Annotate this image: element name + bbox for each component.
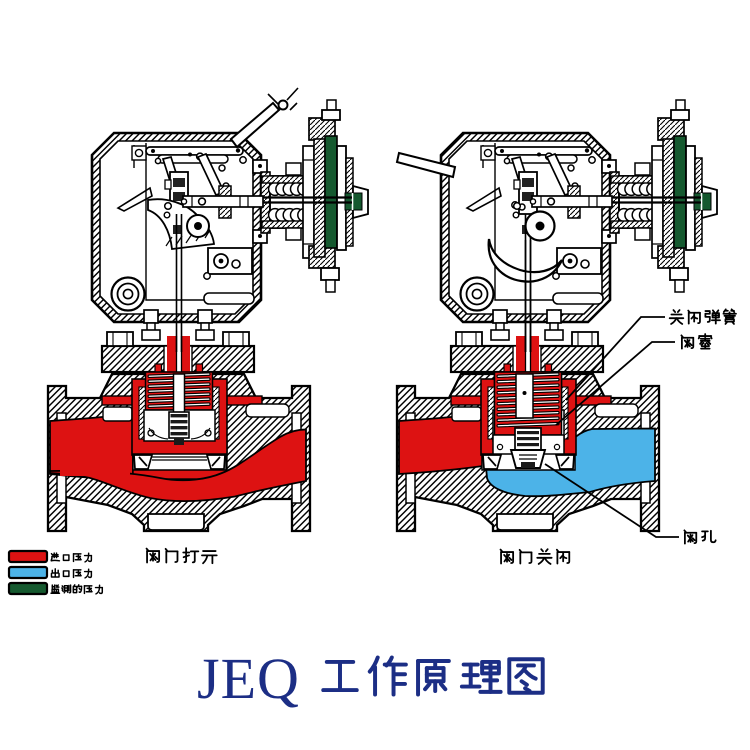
svg-text:JEQ: JEQ bbox=[197, 646, 300, 711]
